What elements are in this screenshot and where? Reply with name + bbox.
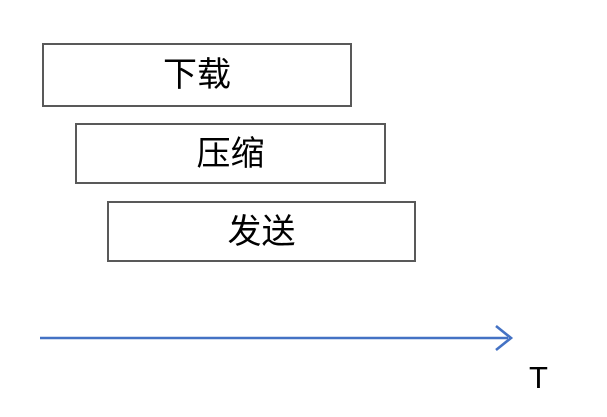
time-axis-label: T	[529, 360, 548, 395]
stage-box-download[interactable]: 下载	[42, 43, 352, 107]
stage-label-send: 发送	[227, 211, 296, 252]
stage-box-compress[interactable]: 压缩	[75, 123, 386, 184]
stage-box-send[interactable]: 发送	[107, 201, 416, 262]
time-axis-arrow	[40, 324, 514, 352]
arrow-right-icon	[495, 324, 514, 352]
stage-label-compress: 压缩	[196, 133, 265, 174]
stage-label-download: 下载	[163, 55, 231, 95]
